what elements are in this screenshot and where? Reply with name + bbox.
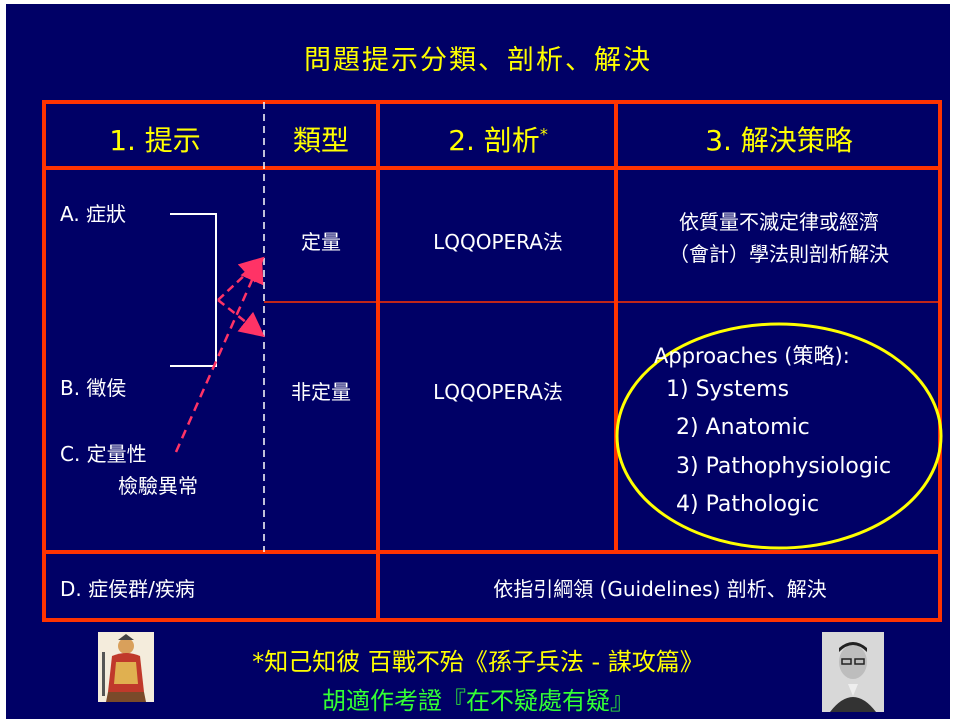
approach-item: 2) Anatomic: [676, 415, 810, 440]
hu-shi-portrait: [822, 632, 884, 712]
slide: 問題提示分類、剖析、解決 1. 提示 類型 2. 剖析* 3. 解決策: [6, 4, 950, 719]
symptom-sign-bracket: [170, 213, 217, 367]
footer-quote-sunzi: *知己知彼 百戰不殆《孫子兵法 - 謀攻篇》: [252, 648, 704, 676]
table-frame: [42, 100, 943, 622]
footer-quote-hushi: 胡適作考證『在不疑處有疑』: [322, 687, 634, 715]
guidelines-text: 依指引綱領 (Guidelines) 剖析、解決: [493, 577, 827, 601]
header-analysis-asterisk: *: [539, 124, 548, 144]
header-analysis-label: 2. 剖析: [448, 124, 540, 157]
table-outer-border: [42, 100, 942, 622]
approach-item: 1) Systems: [666, 377, 790, 402]
presentation-lab-line1: C. 定量性: [60, 442, 147, 466]
presentation-sign: B. 徵侯: [60, 376, 127, 400]
approaches-ellipse: [615, 322, 943, 550]
approaches-title: Approaches (策略):: [654, 344, 850, 368]
arrow-to-quantitative: [217, 256, 265, 301]
arrow-from-lab: [174, 257, 264, 453]
type-non-quantitative: 非定量: [291, 380, 351, 404]
analysis-row2: LQQOPERA法: [433, 380, 563, 404]
type-quantitative: 定量: [301, 230, 341, 254]
strategy-row1-line2: （會計）學法則剖析解決: [669, 242, 889, 266]
arrow-to-non-quantitative: [217, 299, 265, 338]
header-strategy: 3. 解決策略: [705, 124, 853, 157]
strategy-row1-line1: 依質量不滅定律或經濟: [679, 210, 879, 234]
presentation-symptom: A. 症狀: [60, 202, 127, 226]
presentation-lab-line2: 檢驗異常: [118, 474, 198, 498]
approach-item: 4) Pathologic: [676, 492, 820, 517]
analysis-row1: LQQOPERA法: [433, 230, 563, 254]
header-type: 類型: [292, 124, 349, 157]
slide-title: 問題提示分類、剖析、解決: [304, 45, 652, 76]
sunzi-portrait: [98, 632, 154, 702]
syndrome-disease: D. 症侯群/疾病: [60, 577, 195, 601]
header-presentation: 1. 提示: [109, 124, 201, 157]
approach-item: 3) Pathophysiologic: [676, 454, 892, 479]
header-analysis: 2. 剖析*: [380, 119, 616, 159]
